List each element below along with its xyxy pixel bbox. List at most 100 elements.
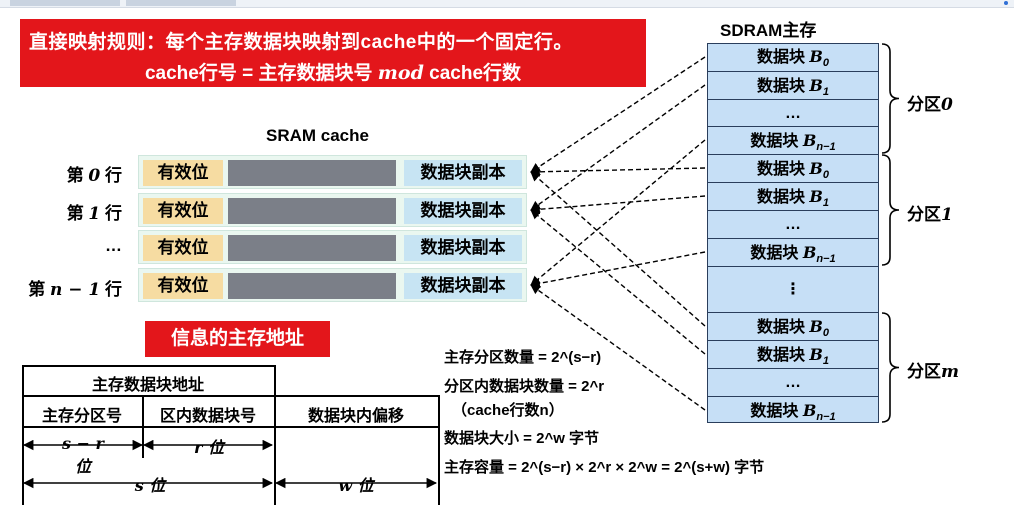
block-offset-header: 数据块内偏移: [307, 408, 404, 425]
table-border: [142, 395, 144, 458]
memory-block-cell: 数据块 Bn−1: [707, 126, 879, 154]
cache-row-label-0: 第 0 行: [18, 161, 122, 186]
formula-blocks-per-partition: 分区内数据块数量 = 2^r: [444, 375, 604, 396]
block-copy: 数据块副本: [404, 235, 522, 261]
block-address-header: 主存数据块地址: [91, 377, 204, 394]
partition-label-1: 分区1: [907, 200, 953, 225]
block-id: B: [809, 47, 823, 66]
mapping-arrow: [530, 195, 706, 215]
mapping-arrow: [530, 139, 706, 286]
table-border: [22, 395, 440, 397]
partition-var: m: [941, 362, 959, 382]
cache-row-label-ellipsis: …: [18, 236, 122, 256]
table-border: [22, 426, 440, 428]
valid-bit: 有效位: [143, 198, 223, 224]
memory-block-cell: 数据块 B0: [707, 43, 879, 71]
rule-mod-operator: mod: [377, 62, 424, 84]
row-label-post: 行: [100, 204, 122, 223]
block-index: 1: [822, 355, 830, 368]
ellipsis-cell: …: [707, 99, 879, 126]
valid-bit: 有效位: [143, 235, 223, 261]
cache-line: 有效位 数据块副本: [138, 155, 527, 189]
cache-title: SRAM cache: [266, 126, 369, 145]
row-label-pre: 第: [28, 280, 50, 299]
block-id: B: [809, 317, 823, 336]
block-copy: 数据块副本: [404, 273, 522, 299]
partition-label-0: 分区0: [907, 90, 953, 115]
formula-text: 分区内数据块数量 = 2^r: [444, 378, 605, 395]
cache-line: 有效位 数据块副本: [138, 230, 527, 264]
top-toolbar-strip: [0, 0, 1014, 8]
block-index: 1: [822, 197, 830, 210]
formula-text: （cache行数n）: [452, 402, 564, 419]
tag-field: [228, 160, 396, 186]
valid-bit: 有效位: [143, 160, 223, 186]
block-word: 数据块: [756, 189, 810, 206]
tag-field: [228, 235, 396, 261]
block-word: 数据块: [756, 49, 810, 66]
sdram-column: [707, 43, 879, 423]
table-border: [438, 395, 440, 505]
status-dot-icon: [1004, 1, 1008, 5]
formula-text: 数据块大小 = 2^w 字节: [444, 430, 600, 447]
rule-line-2-post: cache行数: [423, 63, 522, 84]
block-word: 数据块: [750, 403, 803, 420]
rule-line-2-pre: cache行号 = 主存数据块号: [144, 63, 378, 84]
ellipsis-cell: …: [707, 210, 879, 238]
rule-line-2: cache行号 = 主存数据块号 mod cache行数: [20, 58, 646, 85]
memory-block-cell: 数据块 B1: [707, 340, 879, 368]
block-id: B: [809, 187, 823, 206]
block-id: B: [802, 131, 817, 150]
block-id: B: [802, 243, 817, 262]
block-index: n−1: [816, 411, 836, 424]
partition-pre: 分区: [907, 362, 941, 381]
partition-var: 0: [941, 95, 953, 115]
block-word: 数据块: [756, 78, 810, 95]
formula-cache-lines: （cache行数n）: [452, 399, 564, 420]
row-label-var: …: [105, 236, 122, 255]
memory-block-cell: 数据块 B1: [707, 71, 879, 99]
ellipsis-cell: …: [707, 368, 879, 396]
toolbar-tab: [10, 0, 120, 6]
toolbar-tab: [126, 0, 236, 6]
cache-row-label-1: 第 1 行: [18, 199, 122, 224]
partition-brace: [881, 43, 900, 154]
mapping-arrow: [530, 284, 706, 411]
partition-brace: [881, 312, 900, 423]
block-id: B: [802, 401, 817, 420]
rule-line-1: 直接映射规则：每个主存数据块映射到cache中的一个固定行。: [29, 32, 573, 53]
mapping-arrow: [530, 84, 706, 211]
partition-var: 1: [941, 205, 953, 225]
partition-brace: [881, 154, 900, 266]
mapping-arrow: [530, 56, 706, 173]
block-word: 数据块: [750, 245, 803, 262]
table-border: [22, 365, 274, 367]
row-label-var: 1: [88, 204, 101, 224]
block-index: n−1: [816, 141, 836, 154]
block-index: 1: [822, 86, 830, 99]
block-word: 数据块: [750, 133, 803, 150]
mapping-arrow: [530, 166, 706, 177]
block-index: 0: [822, 57, 830, 70]
tag-field: [228, 198, 396, 224]
partition-pre: 分区: [907, 205, 941, 224]
row-label-post: 行: [100, 166, 122, 185]
mapping-arrow: [530, 251, 706, 289]
cache-line: 有效位 数据块副本: [138, 193, 527, 227]
address-info-banner: 信息的主存地址: [145, 321, 330, 357]
dimension-lines: [22, 439, 438, 489]
formula-block-size: 数据块大小 = 2^w 字节: [444, 427, 599, 448]
row-label-pre: 第: [66, 204, 89, 223]
ellipsis-cell: ⋮: [707, 266, 879, 312]
cache-line: 有效位 数据块副本: [138, 268, 527, 302]
formula-memory-capacity: 主存容量 = 2^(s−r) × 2^r × 2^w = 2^(s+w) 字节: [444, 456, 764, 477]
block-id: B: [809, 345, 823, 364]
mapping-arrow: [530, 171, 706, 327]
mapping-arrow: [530, 209, 706, 355]
partition-number-header: 主存分区号: [41, 408, 122, 425]
table-border: [22, 365, 24, 505]
table-border: [274, 365, 276, 505]
sdram-title: SDRAM主存: [720, 21, 817, 40]
row-label-pre: 第: [66, 166, 89, 185]
formula-text: 主存容量 = 2^(s−r) × 2^r × 2^w = 2^(s+w) 字节: [444, 459, 765, 476]
